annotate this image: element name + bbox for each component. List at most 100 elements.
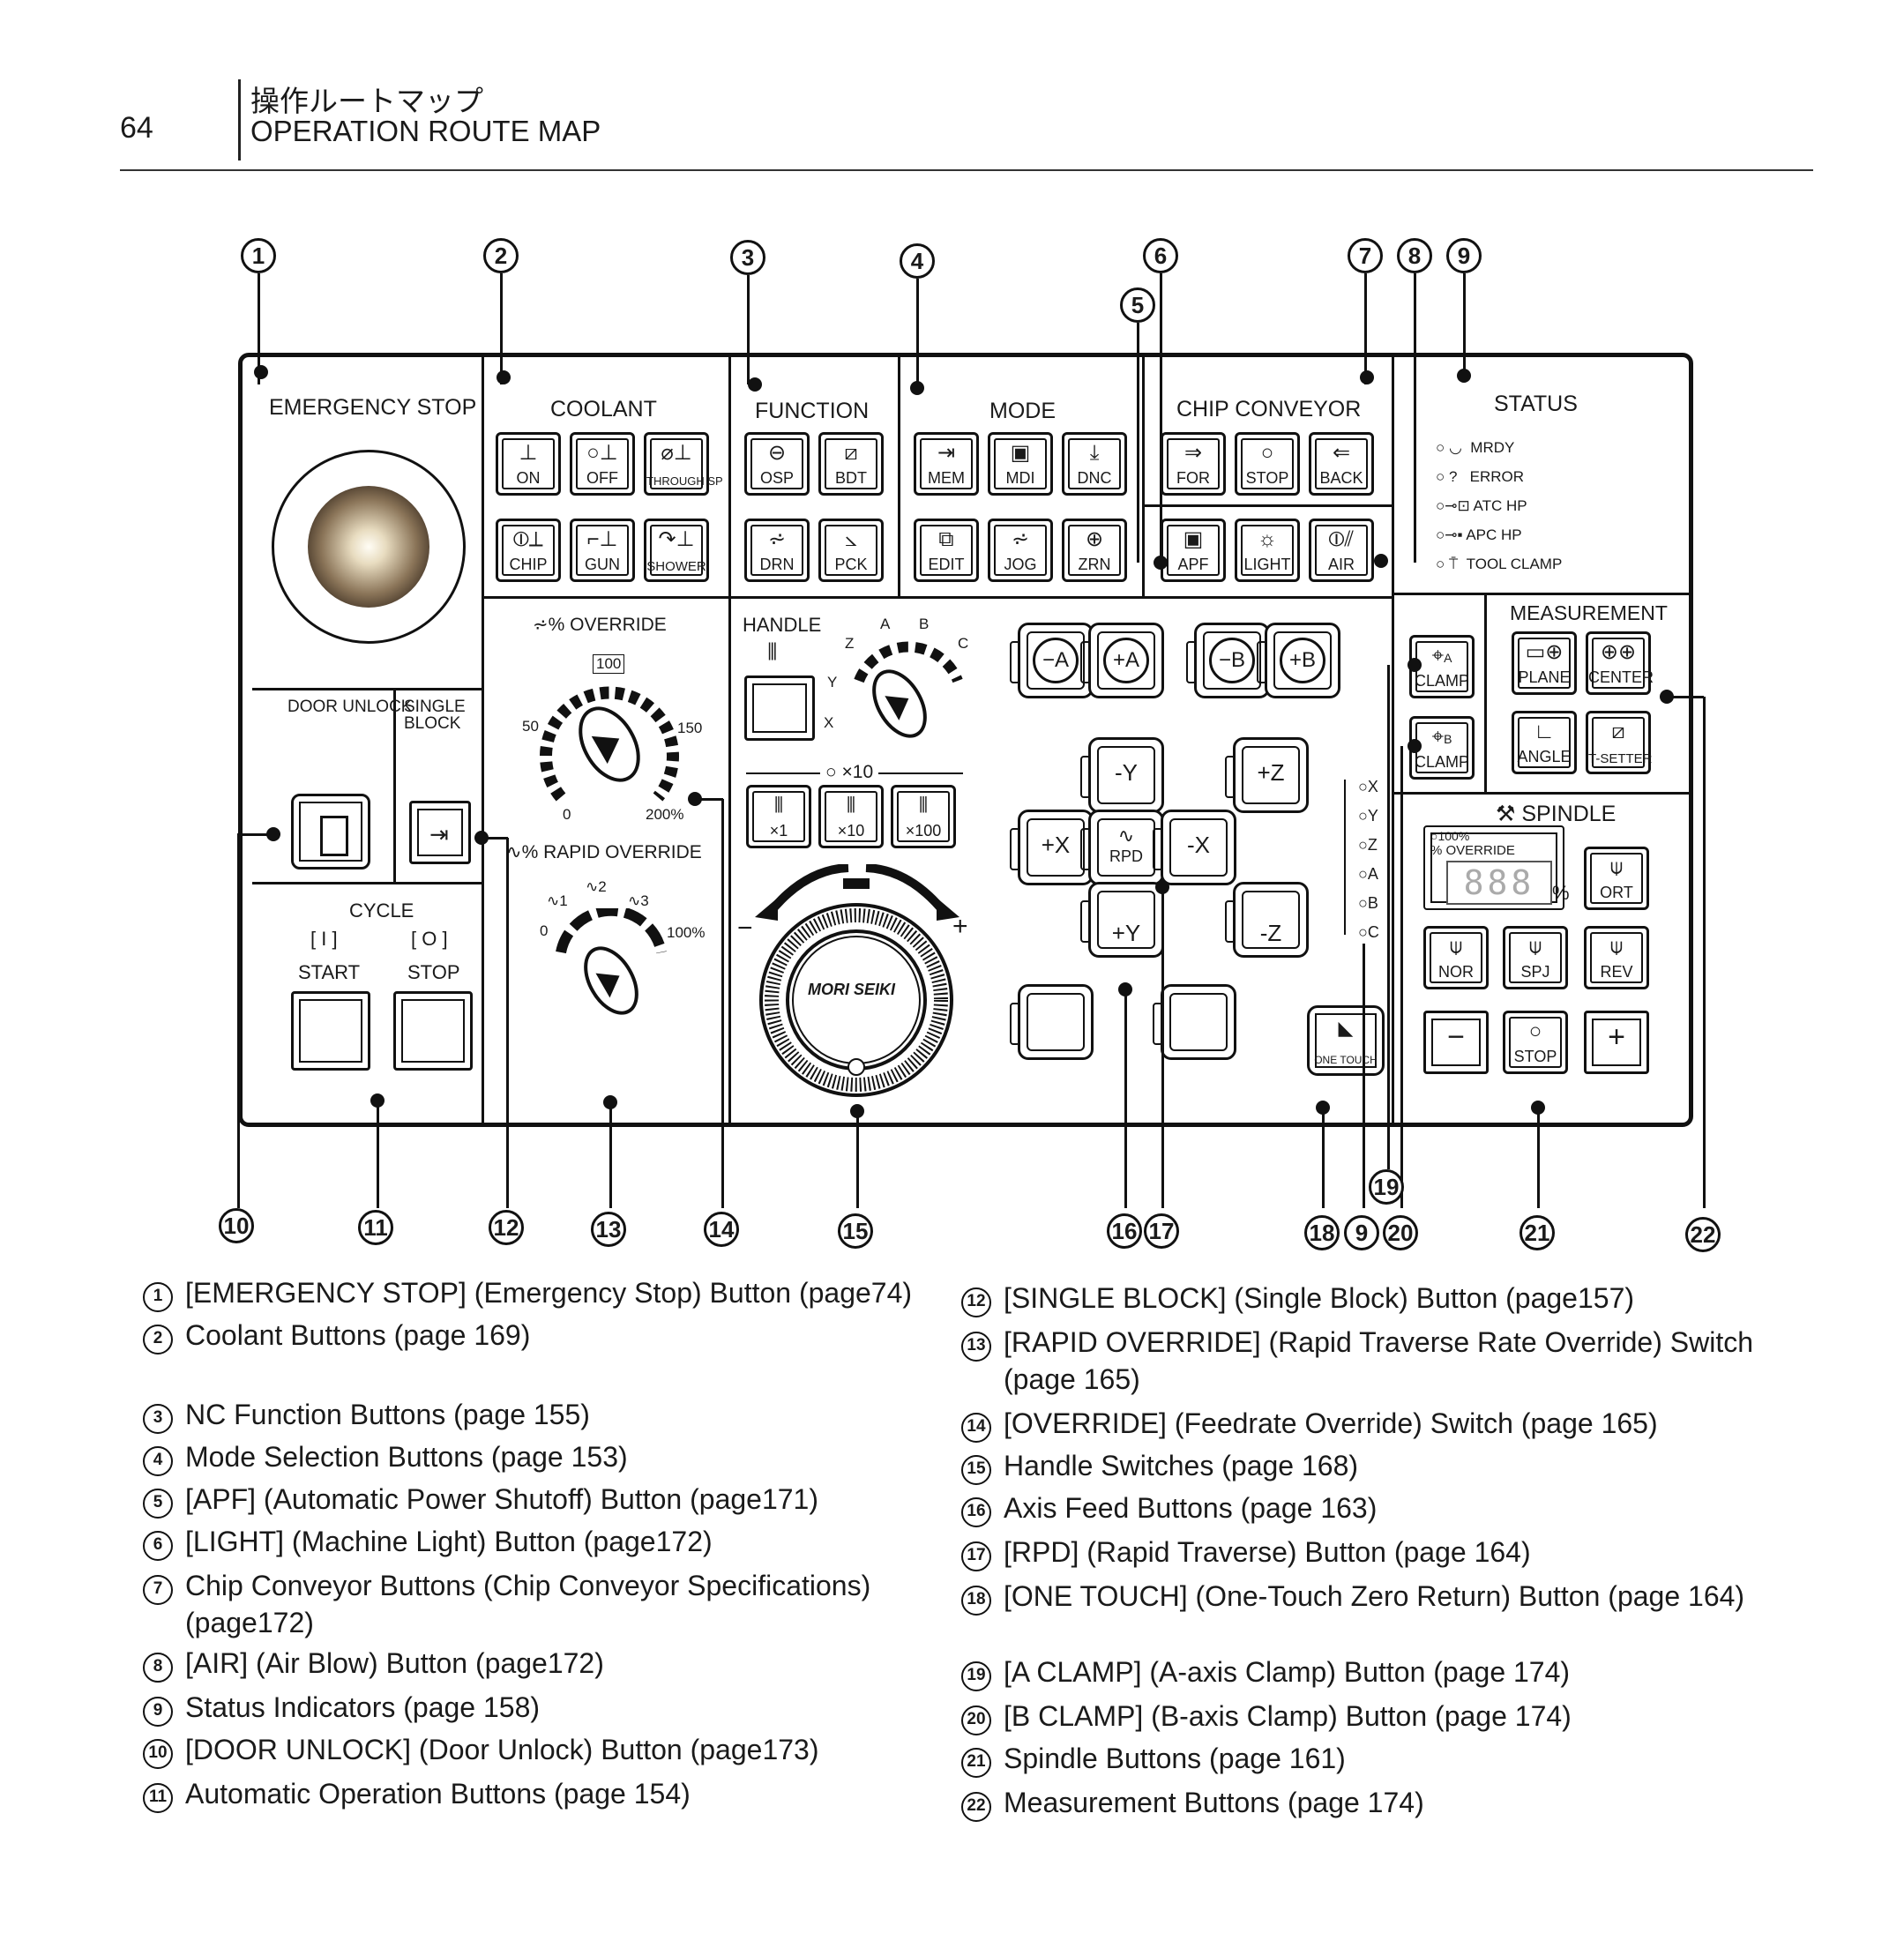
light-button[interactable]: ☼LIGHT bbox=[1235, 519, 1300, 582]
callout-13: 13 bbox=[591, 1212, 626, 1247]
measure-center-button[interactable]: ⊕⊕CENTER bbox=[1586, 631, 1654, 695]
handle-x100-button[interactable]: ⦀×100 bbox=[891, 785, 956, 848]
coolant-chip-button[interactable]: ⦶⊥CHIP bbox=[496, 519, 561, 582]
leader-19 bbox=[1387, 665, 1390, 1169]
spindle-stop-button[interactable]: ○STOP bbox=[1503, 1011, 1568, 1074]
coolant-off-button[interactable]: ○⊥OFF bbox=[570, 432, 635, 496]
handle-axis-x: X bbox=[824, 714, 834, 731]
emergency-stop-button[interactable] bbox=[272, 450, 466, 644]
rapid-tick-100: 100% bbox=[667, 924, 706, 941]
coolant-gun-button[interactable]: ⌐⊥GUN bbox=[570, 519, 635, 582]
callout-16: 16 bbox=[1107, 1213, 1142, 1249]
callout-22: 22 bbox=[1685, 1217, 1721, 1252]
spindle-speed-up-button[interactable]: + bbox=[1584, 1011, 1649, 1074]
legend-item: 17[RPD] (Rapid Traverse) Button (page 16… bbox=[961, 1534, 1531, 1571]
cycle-stop-label: STOP bbox=[407, 961, 460, 983]
axis-minus-x-button[interactable]: -X bbox=[1153, 810, 1236, 885]
mode-zrn-button[interactable]: ⊕ZRN bbox=[1062, 519, 1127, 582]
mode-edit-button[interactable]: ⧉EDIT bbox=[914, 519, 979, 582]
spindle-override-label: ○100% bbox=[1430, 829, 1470, 843]
spindle-ort-button[interactable]: ⍦ORT bbox=[1584, 847, 1649, 910]
osp-icon: ⊖ bbox=[767, 441, 787, 465]
cycle-start-button[interactable] bbox=[291, 991, 370, 1071]
callout-8: 8 bbox=[1397, 238, 1432, 273]
divider bbox=[482, 357, 484, 1123]
spindle-rev-button[interactable]: ⍦REV bbox=[1584, 926, 1649, 989]
through-spindle-icon: ⌀⊥ bbox=[661, 441, 692, 465]
rapid-tick-0: 0 bbox=[540, 922, 549, 939]
spindle-nor-button[interactable]: ⍦NOR bbox=[1423, 926, 1489, 989]
handle-x10-button[interactable]: ⦀×10 bbox=[818, 785, 884, 848]
leader-16 bbox=[1124, 989, 1127, 1208]
coolant-on-button[interactable]: ⊥ON bbox=[496, 432, 561, 496]
gun-icon: ⌐⊥ bbox=[586, 527, 618, 551]
chip-conveyor-for-button[interactable]: ⇒FOR bbox=[1161, 432, 1226, 496]
bdt-icon: ⧄ bbox=[844, 441, 858, 465]
door-unlock-button[interactable] bbox=[291, 794, 370, 869]
callout-19: 19 bbox=[1369, 1169, 1404, 1205]
apf-button[interactable]: ▣APF bbox=[1161, 519, 1226, 582]
coolant-shower-button[interactable]: ↷⊥SHOWER bbox=[644, 519, 709, 582]
single-block-button[interactable]: ⇥ bbox=[409, 801, 471, 864]
mode-dnc-button[interactable]: ⤓DNC bbox=[1062, 432, 1127, 496]
handle-x1-button[interactable]: ⦀×1 bbox=[746, 785, 811, 848]
measure-angle-button[interactable]: ∟ANGLE bbox=[1512, 711, 1577, 774]
axis-minus-y-button[interactable]: -Y bbox=[1080, 737, 1164, 813]
measure-plane-button[interactable]: ▭⊕PLANE bbox=[1512, 631, 1577, 695]
pck-icon: ⦣ bbox=[845, 527, 857, 551]
coolant-through-sp-button[interactable]: ⌀⊥THROUGH SP bbox=[644, 432, 723, 496]
chip-conveyor-back-button[interactable]: ⇐BACK bbox=[1309, 432, 1374, 496]
spindle-override-display: 888 bbox=[1446, 861, 1552, 905]
conveyor-back-icon: ⇐ bbox=[1332, 441, 1351, 465]
function-pck-button[interactable]: ⦣PCK bbox=[818, 519, 884, 582]
header-rule bbox=[120, 169, 1813, 171]
axis-plus-b-button[interactable]: +B bbox=[1257, 623, 1340, 698]
callout-2: 2 bbox=[483, 238, 519, 273]
spindle-forward-icon: ⍦ bbox=[1449, 935, 1463, 959]
handwheel[interactable] bbox=[755, 878, 958, 1108]
spindle-speed-down-button[interactable]: − bbox=[1423, 1011, 1489, 1074]
axis-plus-y-button[interactable]: +Y bbox=[1080, 882, 1164, 958]
callout-9-bottom: 9 bbox=[1344, 1215, 1379, 1250]
spindle-override-label2: % OVERRIDE bbox=[1430, 843, 1515, 858]
emergency-stop-knob bbox=[308, 486, 429, 608]
handle-icon: ⦀ bbox=[846, 794, 856, 817]
air-button[interactable]: ⦶⫽AIR bbox=[1309, 519, 1374, 582]
handle-icon: ⦀ bbox=[773, 794, 784, 817]
cycle-stop-button[interactable] bbox=[393, 991, 473, 1071]
axis-blank-button[interactable] bbox=[1153, 984, 1236, 1060]
rapid-override-dial[interactable] bbox=[545, 908, 677, 1032]
mode-jog-button[interactable]: ⩫JOG bbox=[988, 519, 1053, 582]
axis-minus-z-button[interactable]: -Z bbox=[1225, 882, 1309, 958]
axis-plus-a-button[interactable]: +A bbox=[1080, 623, 1164, 698]
measure-t-setter-button[interactable]: ⧄T-SETTER bbox=[1586, 711, 1653, 774]
chip-conveyor-stop-button[interactable]: ○STOP bbox=[1235, 432, 1300, 496]
function-bdt-button[interactable]: ⧄BDT bbox=[818, 432, 884, 496]
function-osp-button[interactable]: ⊖OSP bbox=[744, 432, 810, 496]
mode-mem-button[interactable]: ⇥MEM bbox=[914, 432, 979, 496]
spindle-spj-button[interactable]: ⍦SPJ bbox=[1503, 926, 1568, 989]
divider bbox=[1392, 792, 1689, 795]
handle-axis-selector[interactable] bbox=[847, 628, 970, 751]
zrn-icon: ⊕ bbox=[1085, 527, 1104, 551]
feed-override-dial[interactable] bbox=[534, 665, 684, 815]
rpd-button[interactable]: RPD∿ bbox=[1080, 810, 1164, 885]
leader-15 bbox=[856, 1111, 859, 1208]
mode-title: MODE bbox=[989, 399, 1056, 423]
clamp-icon: ⌖A bbox=[1431, 644, 1452, 668]
clamp-icon: ⌖B bbox=[1431, 725, 1452, 749]
rapid-override-title: ∿% RAPID OVERRIDE bbox=[506, 842, 702, 862]
handle-display bbox=[744, 675, 815, 741]
leader-1 bbox=[258, 273, 260, 384]
leader-5 bbox=[1137, 323, 1139, 563]
mode-mdi-button[interactable]: ▣MDI bbox=[988, 432, 1053, 496]
handle-axis-c: C bbox=[958, 635, 969, 652]
callout-14: 14 bbox=[704, 1212, 739, 1247]
function-drn-button[interactable]: ⩫DRN bbox=[744, 519, 810, 582]
axis-plus-z-button[interactable]: +Z bbox=[1225, 737, 1309, 813]
axis-blank-button[interactable] bbox=[1010, 984, 1094, 1060]
one-touch-button[interactable]: ◣ ONE TOUCH bbox=[1307, 1005, 1385, 1076]
